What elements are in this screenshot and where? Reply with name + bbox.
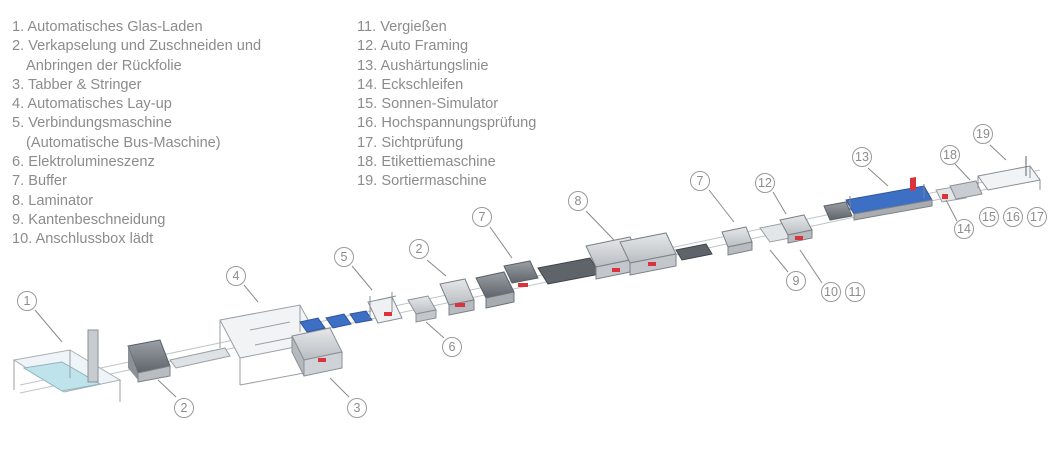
svg-text:11: 11 bbox=[849, 285, 862, 299]
legend-item: (Automatische Bus-Maschine) bbox=[26, 134, 221, 151]
svg-text:16: 16 bbox=[1006, 210, 1020, 224]
callout-7: 7 bbox=[472, 207, 492, 227]
callout-2: 2 bbox=[174, 398, 194, 418]
callout-18: 18 bbox=[940, 145, 960, 165]
machine-curing-line bbox=[823, 177, 933, 221]
callout-5: 5 bbox=[334, 247, 354, 267]
callout-16: 16 bbox=[1003, 207, 1023, 227]
legend-item: 6. Elektrolumineszenz bbox=[12, 154, 155, 171]
callout-2b: 2 bbox=[409, 239, 429, 259]
machine-glass-loading bbox=[12, 329, 122, 402]
svg-text:8: 8 bbox=[575, 194, 582, 208]
legend-item: 5. Verbindungsmaschine bbox=[12, 115, 172, 132]
callout-14: 14 bbox=[954, 219, 974, 239]
svg-text:17: 17 bbox=[1030, 210, 1044, 224]
svg-text:6: 6 bbox=[449, 340, 456, 354]
machine-tabber-stringer bbox=[291, 327, 343, 377]
legend-item: 18. Etikettiemaschine bbox=[357, 154, 496, 171]
legend-item: 16. Hochspannungsprüfung bbox=[357, 115, 537, 132]
callout-3: 3 bbox=[347, 398, 367, 418]
legend-item: 15. Sonnen-Simulator bbox=[357, 96, 499, 113]
legend-left: 1. Automatisches Glas-Laden 2. Verkapselu… bbox=[12, 18, 261, 250]
callout-11: 11 bbox=[845, 282, 865, 302]
svg-text:15: 15 bbox=[982, 210, 996, 224]
legend-item: 14. Eckschleifen bbox=[357, 76, 464, 93]
legend-item: 2. Verkapselung und Zuschneiden und bbox=[12, 38, 262, 55]
svg-text:7: 7 bbox=[479, 210, 486, 224]
legend-item: 7. Buffer bbox=[12, 173, 67, 190]
callout-1: 1 bbox=[17, 291, 37, 311]
svg-text:19: 19 bbox=[976, 127, 990, 141]
legend-item: 3. Tabber & Stringer bbox=[12, 76, 142, 93]
machine-laminator bbox=[537, 232, 713, 285]
legend-item: 11. Vergießen bbox=[357, 19, 447, 35]
legend-right: 11. Vergießen 12. Auto Framing 13. Aushärt… bbox=[357, 18, 536, 192]
svg-text:10: 10 bbox=[824, 285, 838, 299]
svg-text:5: 5 bbox=[341, 250, 348, 264]
svg-text:7: 7 bbox=[697, 174, 704, 188]
callout-19: 19 bbox=[973, 124, 993, 144]
svg-text:1: 1 bbox=[24, 294, 31, 308]
machine-buffer-2 bbox=[721, 226, 753, 256]
callout-8: 8 bbox=[568, 191, 588, 211]
callout-6: 6 bbox=[442, 337, 462, 357]
callout-10: 10 bbox=[821, 282, 841, 302]
legend-item: 9. Kantenbeschneidung bbox=[12, 211, 166, 228]
legend-item: 12. Auto Framing bbox=[357, 38, 469, 55]
legend-item: 4. Automatisches Lay-up bbox=[12, 96, 172, 113]
machine-encapsulation bbox=[127, 339, 231, 383]
callout-4: 4 bbox=[226, 266, 246, 286]
legend-item: 17. Sichtprüfung bbox=[357, 134, 464, 151]
leader-lines bbox=[34, 144, 1007, 398]
svg-text:2: 2 bbox=[416, 242, 423, 256]
machine-buffer-1 bbox=[475, 260, 539, 309]
machine-trimming-framing bbox=[759, 214, 813, 244]
machine-sorting bbox=[977, 156, 1041, 191]
callout-13: 13 bbox=[852, 147, 872, 167]
legend-item: 1. Automatisches Glas-Laden bbox=[12, 19, 203, 35]
callout-12: 12 bbox=[755, 173, 775, 193]
machine-bussing bbox=[367, 292, 403, 324]
machine-encapsulation-2 bbox=[439, 278, 475, 316]
svg-text:14: 14 bbox=[957, 222, 971, 236]
machine-testing-station bbox=[935, 180, 983, 203]
legend-item: 10. Anschlussbox lädt bbox=[12, 231, 154, 248]
svg-text:2: 2 bbox=[181, 401, 188, 415]
panels-conveyor bbox=[299, 310, 373, 333]
svg-text:4: 4 bbox=[233, 269, 240, 283]
callout-15: 15 bbox=[979, 207, 999, 227]
legend-item: 19. Sortiermaschine bbox=[357, 173, 487, 190]
machine-el-tester bbox=[407, 295, 437, 323]
svg-text:3: 3 bbox=[354, 401, 361, 415]
legend-item: 13. Aushärtungslinie bbox=[357, 57, 489, 74]
svg-text:18: 18 bbox=[943, 148, 957, 162]
svg-text:9: 9 bbox=[793, 274, 800, 288]
legend-item: 8. Laminator bbox=[12, 192, 94, 209]
legend-item: Anbringen der Rückfolie bbox=[26, 57, 182, 74]
callout-9: 9 bbox=[786, 271, 806, 291]
callout-7b: 7 bbox=[690, 171, 710, 191]
svg-text:12: 12 bbox=[758, 176, 772, 190]
svg-text:13: 13 bbox=[855, 150, 869, 164]
callout-17: 17 bbox=[1027, 207, 1047, 227]
